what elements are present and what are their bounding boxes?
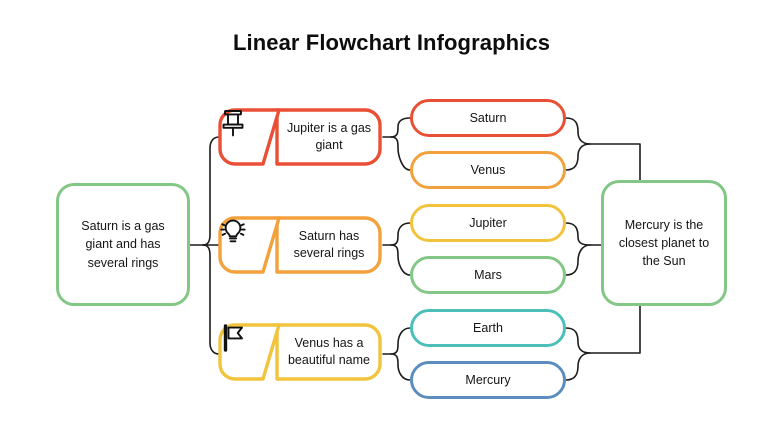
lightbulb-icon: [220, 219, 246, 243]
planet-pill-venus[interactable]: Venus: [410, 151, 566, 189]
planet-pill-label: Jupiter: [469, 216, 507, 230]
connector-pill-1-merge: [565, 143, 591, 171]
connector-merge-bottom-to-end: [589, 305, 641, 354]
planet-pill-label: Venus: [470, 163, 506, 177]
stage-node-2-label: Saturn has several rings: [293, 228, 365, 261]
flag-icon: [223, 324, 243, 352]
connector-pill-3-merge: [565, 244, 591, 276]
planet-pill-label: Mars: [474, 268, 502, 282]
stage-node-2-shape: [218, 216, 382, 274]
pushpin-icon: [222, 110, 244, 137]
connector-stage-3-to-pill-5: [390, 353, 411, 381]
planet-pill-label: Earth: [473, 321, 503, 335]
planet-pill-jupiter[interactable]: Jupiter: [410, 204, 566, 242]
end-node-label: Mercury is the closest planet to the Sun: [618, 217, 710, 269]
connector-start-to-stage-3: [202, 244, 220, 355]
planet-pill-label: Saturn: [469, 111, 507, 125]
stage-node-1-shape: [218, 108, 382, 166]
start-node-label: Saturn is a gas giant and has several ri…: [81, 219, 165, 270]
planet-pill-mercury[interactable]: Mercury: [410, 361, 566, 399]
planet-pill-saturn[interactable]: Saturn: [410, 99, 566, 137]
start-node[interactable]: Saturn is a gas giant and has several ri…: [56, 183, 190, 306]
planet-pill-mars[interactable]: Mars: [410, 256, 566, 294]
connector-pill-4-merge: [565, 327, 591, 354]
connector-stage-1-to-pill-1: [390, 136, 411, 171]
page-title: Linear Flowchart Infographics: [232, 30, 551, 55]
connector-pill-2-merge: [565, 222, 591, 246]
stage-node-3-label: Venus has a beautiful name: [287, 335, 370, 368]
stage-node-3[interactable]: Venus has a beautiful name: [217, 322, 383, 382]
connector-pill-5-merge: [565, 352, 591, 381]
stage-node-1-label: Jupiter is a gas giant: [286, 120, 372, 153]
connector-merge-top-to-end: [589, 143, 641, 181]
connector-stage-2-to-pill-2: [390, 222, 411, 246]
end-node[interactable]: Mercury is the closest planet to the Sun: [601, 180, 727, 306]
connector-stage-1-to-pill-0: [390, 117, 411, 138]
planet-pill-earth[interactable]: Earth: [410, 309, 566, 347]
connector-start-to-stage-1: [202, 136, 220, 246]
connector-stage-3-to-pill-4: [390, 327, 411, 355]
stage-node-2[interactable]: Saturn has several rings: [217, 215, 383, 275]
connector-pill-0-merge: [565, 117, 591, 145]
planet-pill-label: Mercury: [465, 373, 511, 387]
connector-stage-2-to-pill-3: [390, 244, 411, 276]
stage-node-1[interactable]: Jupiter is a gas giant: [217, 107, 383, 167]
